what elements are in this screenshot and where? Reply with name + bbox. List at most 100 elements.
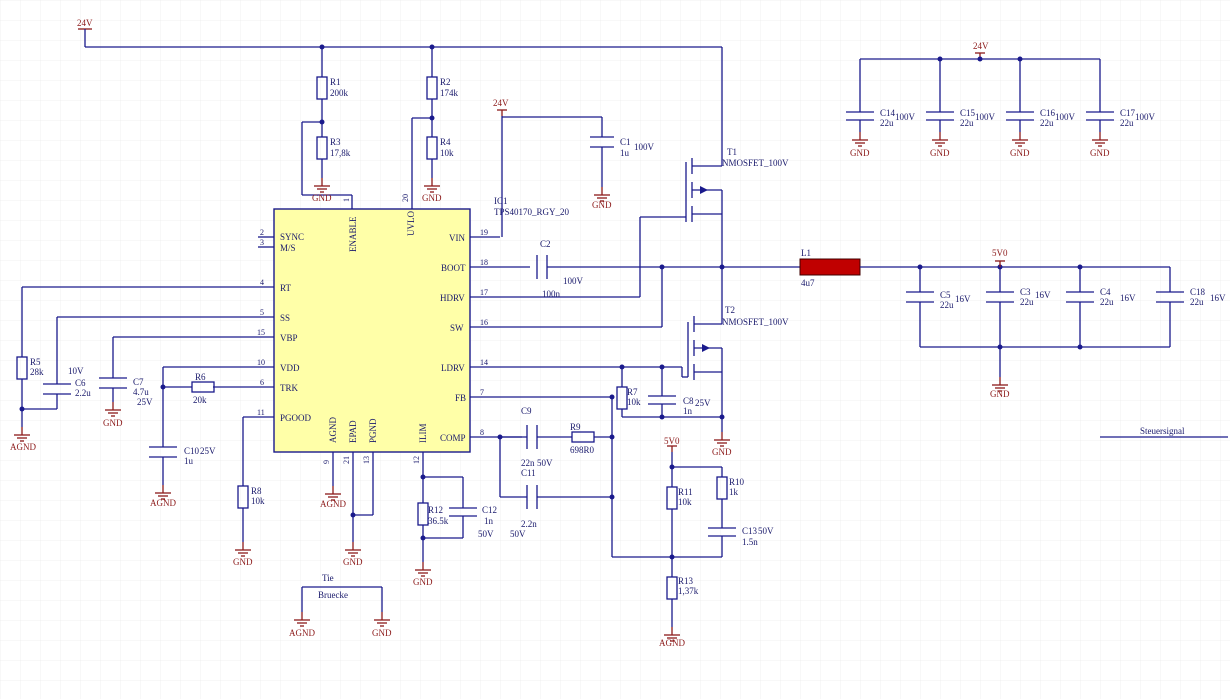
c6-v: 10V — [68, 366, 84, 376]
c4-ref: C4 — [1100, 287, 1111, 297]
ss-c6[interactable] — [43, 317, 71, 409]
c17-val: 22u — [1120, 118, 1134, 128]
c10-v: 25V — [200, 446, 216, 456]
ic1-left-pins — [22, 236, 274, 418]
cap-c4[interactable] — [1066, 267, 1094, 347]
pin-enable: ENABLE — [348, 216, 358, 252]
sense-network[interactable] — [612, 445, 736, 642]
pnum-4: 4 — [260, 278, 264, 287]
c15-val: 22u — [960, 118, 974, 128]
cap-c14[interactable] — [846, 59, 874, 147]
r1-val: 200k — [330, 88, 349, 98]
agnd-c10: AGND — [150, 498, 176, 508]
c11-val: 2.2n — [521, 519, 537, 529]
c16-val: 22u — [1040, 118, 1054, 128]
r4-ref: R4 — [440, 137, 451, 147]
c14-ref: C14 — [880, 108, 896, 118]
rail-24v — [78, 28, 723, 152]
cap-c3[interactable] — [986, 267, 1014, 347]
ic1[interactable] — [273, 208, 471, 453]
rt-r5[interactable] — [13, 287, 57, 442]
r13-ref: R13 — [678, 576, 694, 586]
bottom-gnd-wiring — [324, 452, 374, 557]
pwr-24v-main: 24V — [77, 18, 93, 28]
tie-bridge[interactable] — [293, 586, 391, 627]
gnd-c14: GND — [850, 148, 870, 158]
pgood-r8[interactable] — [234, 417, 252, 557]
c2-v: 100V — [563, 276, 584, 286]
pin-hdrv: HDRV — [440, 293, 465, 303]
pnum-8: 8 — [480, 428, 484, 437]
c17-ref: C17 — [1120, 108, 1136, 118]
pnum-12: 12 — [412, 456, 421, 464]
c9-ref: C9 — [521, 406, 532, 416]
pin-comp: COMP — [440, 433, 466, 443]
r5-val: 28k — [30, 367, 44, 377]
pnum-14: 14 — [480, 358, 488, 367]
pin-agnd: AGND — [328, 417, 338, 443]
c14-v: 100V — [895, 112, 916, 122]
c1-v: 100V — [634, 142, 655, 152]
l1-val: 4u7 — [801, 278, 815, 288]
c5-val: 22u — [940, 300, 954, 310]
pnum-9: 9 — [322, 460, 331, 464]
c11-ref: C11 — [521, 468, 536, 478]
r2-val: 174k — [440, 88, 459, 98]
cap-c5[interactable] — [906, 267, 934, 347]
r1-ref: R1 — [330, 77, 341, 87]
r7-ref: R7 — [627, 387, 638, 397]
pnum-13: 13 — [362, 456, 371, 464]
r13-val: 1,37k — [678, 586, 699, 596]
gnd-ic: GND — [343, 557, 363, 567]
r6-ref: R6 — [195, 372, 206, 382]
trk-r6[interactable] — [191, 381, 215, 393]
t2-val: NMOSFET_100V — [722, 317, 789, 327]
agnd-r5: AGND — [10, 442, 36, 452]
gnd-r12: GND — [413, 577, 433, 587]
r10-val: 1k — [729, 487, 739, 497]
agnd-r13: AGND — [659, 638, 685, 648]
c16-v: 100V — [1055, 112, 1076, 122]
ic1-right-pins — [470, 236, 682, 438]
cap-c18[interactable] — [1156, 267, 1184, 347]
r4-val: 10k — [440, 148, 454, 158]
c5-ref: C5 — [940, 290, 951, 300]
c11-v: 50V — [510, 529, 526, 539]
cap-c17[interactable] — [1086, 59, 1114, 147]
r8-ref: R8 — [251, 486, 262, 496]
cap-c16[interactable] — [1006, 59, 1034, 147]
vdd-c10[interactable] — [149, 367, 192, 500]
comp-network[interactable] — [497, 425, 613, 509]
pin-sw: SW — [450, 323, 464, 333]
cap-c15[interactable] — [926, 59, 954, 147]
c10-ref: C10 — [184, 446, 200, 456]
r10-ref: R10 — [729, 477, 745, 487]
r2-ref: R2 — [440, 77, 451, 87]
inductor-l1[interactable] — [799, 258, 861, 276]
boot-cap — [536, 255, 800, 279]
c12-val: 1n — [484, 516, 494, 526]
c6-val: 2.2u — [75, 388, 91, 398]
r12-ref: R12 — [428, 505, 443, 515]
t1-ref: T1 — [727, 147, 737, 157]
c13-ref: C13 — [742, 526, 758, 536]
pnum-17: 17 — [480, 288, 488, 297]
r3-ref: R3 — [330, 137, 341, 147]
fb-network[interactable] — [609, 364, 725, 558]
c3-val: 22u — [1020, 297, 1034, 307]
c3-ref: C3 — [1020, 287, 1031, 297]
c3-v: 16V — [1035, 290, 1051, 300]
vbp-c7[interactable] — [99, 337, 127, 417]
ilim-network[interactable] — [414, 452, 477, 577]
c6-ref: C6 — [75, 378, 86, 388]
t1-mosfet[interactable] — [639, 152, 723, 297]
pnum-10: 10 — [257, 358, 265, 367]
gnd-c7: GND — [103, 418, 123, 428]
pnum-1: 1 — [342, 198, 351, 202]
pin-epad: EPAD — [348, 420, 358, 443]
pin-boot: BOOT — [441, 263, 466, 273]
pnum-5: 5 — [260, 308, 264, 317]
vin-net — [496, 109, 614, 237]
r12-val: 36.5k — [428, 516, 449, 526]
